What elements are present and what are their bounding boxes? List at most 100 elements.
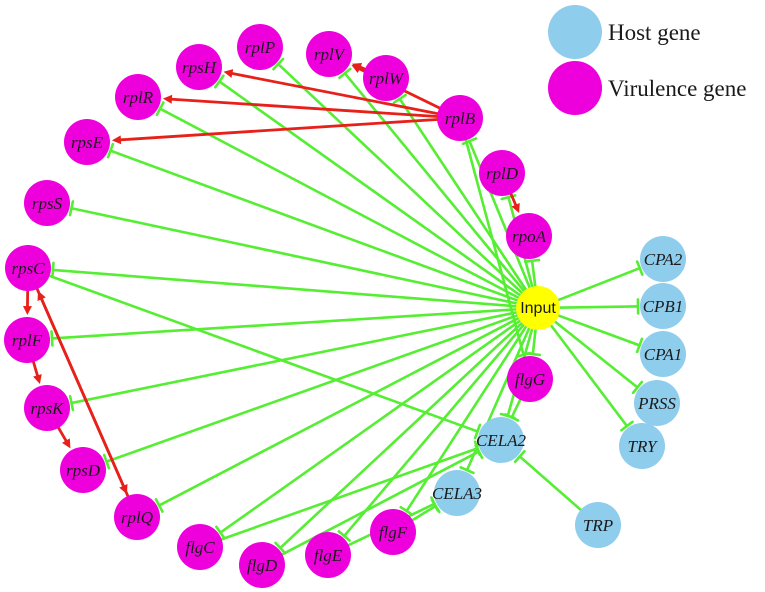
activation-edge xyxy=(55,423,71,449)
virulence-node-label: flgE xyxy=(314,546,343,565)
inhibition-edge xyxy=(554,298,640,315)
virulence-node-circle xyxy=(176,44,222,90)
virulence-node-circle xyxy=(4,317,50,363)
inhibition-edge xyxy=(407,498,441,524)
host-node-circle xyxy=(478,417,524,463)
virulence-node-circle xyxy=(24,385,70,431)
virulence-node-circle xyxy=(60,447,106,493)
virulence-node-rplr: rplR xyxy=(115,74,161,120)
host-node-circle xyxy=(434,470,480,516)
legend-host-swatch xyxy=(548,5,602,59)
inhibition-edge xyxy=(274,318,527,555)
virulence-node-rpss: rpsS xyxy=(24,180,70,226)
input-node-circle xyxy=(516,286,560,330)
virulence-node-label: flgF xyxy=(379,523,408,542)
host-node-label: PRSS xyxy=(637,394,676,413)
virulence-node-label: rpoA xyxy=(512,227,547,246)
host-node-label: CPA2 xyxy=(644,250,683,269)
gene-nodes: rpsH rplP rplV rplW rplR rplB rpsE rplD rpsS rpoA… xyxy=(4,24,686,588)
virulence-node-circle xyxy=(370,509,416,555)
host-node-circle xyxy=(619,423,665,469)
virulence-node-label: flgC xyxy=(185,538,215,557)
inhibition-edge xyxy=(523,258,541,292)
virulence-node-label: rplB xyxy=(445,109,476,128)
virulence-node-rpoa: rpoA xyxy=(506,213,552,259)
host-node-label: CELA2 xyxy=(476,431,527,450)
inhibition-edge xyxy=(461,137,533,293)
virulence-node-circle xyxy=(237,24,283,70)
activation-edge xyxy=(22,285,32,316)
virulence-node-circle xyxy=(363,55,409,101)
virulence-node-flgc: flgC xyxy=(177,524,223,570)
inhibition-edges xyxy=(44,57,644,558)
activation-edge xyxy=(223,69,443,116)
virulence-node-circle xyxy=(64,119,110,165)
virulence-node-circle xyxy=(506,213,552,259)
host-node-circle xyxy=(634,380,680,426)
inhibition-edge xyxy=(513,449,586,514)
virulence-node-label: rplV xyxy=(314,45,347,64)
inhibition-edge xyxy=(272,57,527,297)
host-node-cpb1: CPB1 xyxy=(640,283,686,329)
virulence-node-flgd: flgD xyxy=(239,542,285,588)
activation-edge xyxy=(162,94,443,119)
virulence-node-flgg: flgG xyxy=(507,356,553,402)
virulence-node-flgf: flgF xyxy=(370,509,416,555)
virulence-node-flge: flgE xyxy=(305,532,351,578)
virulence-node-rpsh: rpsH xyxy=(176,44,222,90)
host-node-prss: PRSS xyxy=(634,380,680,426)
inhibition-edge xyxy=(392,93,530,295)
virulence-node-label: rplR xyxy=(123,88,154,107)
virulence-node-label: flgG xyxy=(515,370,545,389)
virulence-node-label: rpsD xyxy=(66,461,101,480)
host-node-circle xyxy=(575,502,621,548)
virulence-node-rpsd: rpsD xyxy=(60,447,106,493)
virulence-node-label: rplF xyxy=(12,331,43,350)
virulence-node-circle xyxy=(115,74,161,120)
virulence-node-circle xyxy=(507,356,553,402)
virulence-node-rpse: rpsE xyxy=(64,119,110,165)
inhibition-edge xyxy=(215,317,525,540)
inhibition-edge xyxy=(553,260,644,303)
virulence-node-label: rpsE xyxy=(71,133,104,152)
inhibition-edge xyxy=(50,307,522,347)
host-node-label: TRP xyxy=(583,516,613,535)
input-node-label: Input xyxy=(520,300,556,317)
virulence-node-rplf: rplF xyxy=(4,317,50,363)
host-node-circle xyxy=(640,236,686,282)
virulence-node-label: rplQ xyxy=(121,508,153,527)
inhibition-edge xyxy=(463,135,532,358)
activation-edge xyxy=(30,356,42,385)
virulence-node-circle xyxy=(114,494,160,540)
host-node-circle xyxy=(640,331,686,377)
virulence-node-circle xyxy=(305,532,351,578)
host-node-cpa2: CPA2 xyxy=(640,236,686,282)
virulence-node-circle xyxy=(239,542,285,588)
host-node-circle xyxy=(640,283,686,329)
host-node-cela2: CELA2 xyxy=(476,417,527,463)
host-node-label: TRY xyxy=(628,437,659,456)
host-node-label: CELA3 xyxy=(432,484,482,503)
inhibition-edge xyxy=(553,312,644,354)
inhibition-edge xyxy=(106,142,523,304)
virulence-node-label: rpsH xyxy=(182,58,218,77)
virulence-node-label: rplD xyxy=(486,164,519,183)
inhibition-edge xyxy=(68,200,522,306)
virulence-node-rpsk: rpsK xyxy=(24,385,70,431)
virulence-node-label: rpsC xyxy=(11,259,45,278)
inhibition-edge xyxy=(44,273,482,440)
virulence-node-rplq: rplQ xyxy=(114,494,160,540)
host-node-try: TRY xyxy=(619,423,665,469)
virulence-node-rplp: rplP xyxy=(237,24,283,70)
virulence-node-circle xyxy=(437,95,483,141)
virulence-node-label: flgD xyxy=(247,556,278,575)
activation-edge xyxy=(111,117,443,145)
virulence-node-circle xyxy=(24,180,70,226)
virulence-node-label: rplW xyxy=(369,69,405,88)
virulence-node-label: rpsS xyxy=(32,194,63,213)
virulence-node-rplv: rplV xyxy=(306,31,352,77)
legend: Host gene Virulence gene xyxy=(548,5,746,115)
inhibition-edge xyxy=(550,317,644,395)
virulence-node-circle xyxy=(5,245,51,291)
input-node-input: Input xyxy=(516,286,560,330)
